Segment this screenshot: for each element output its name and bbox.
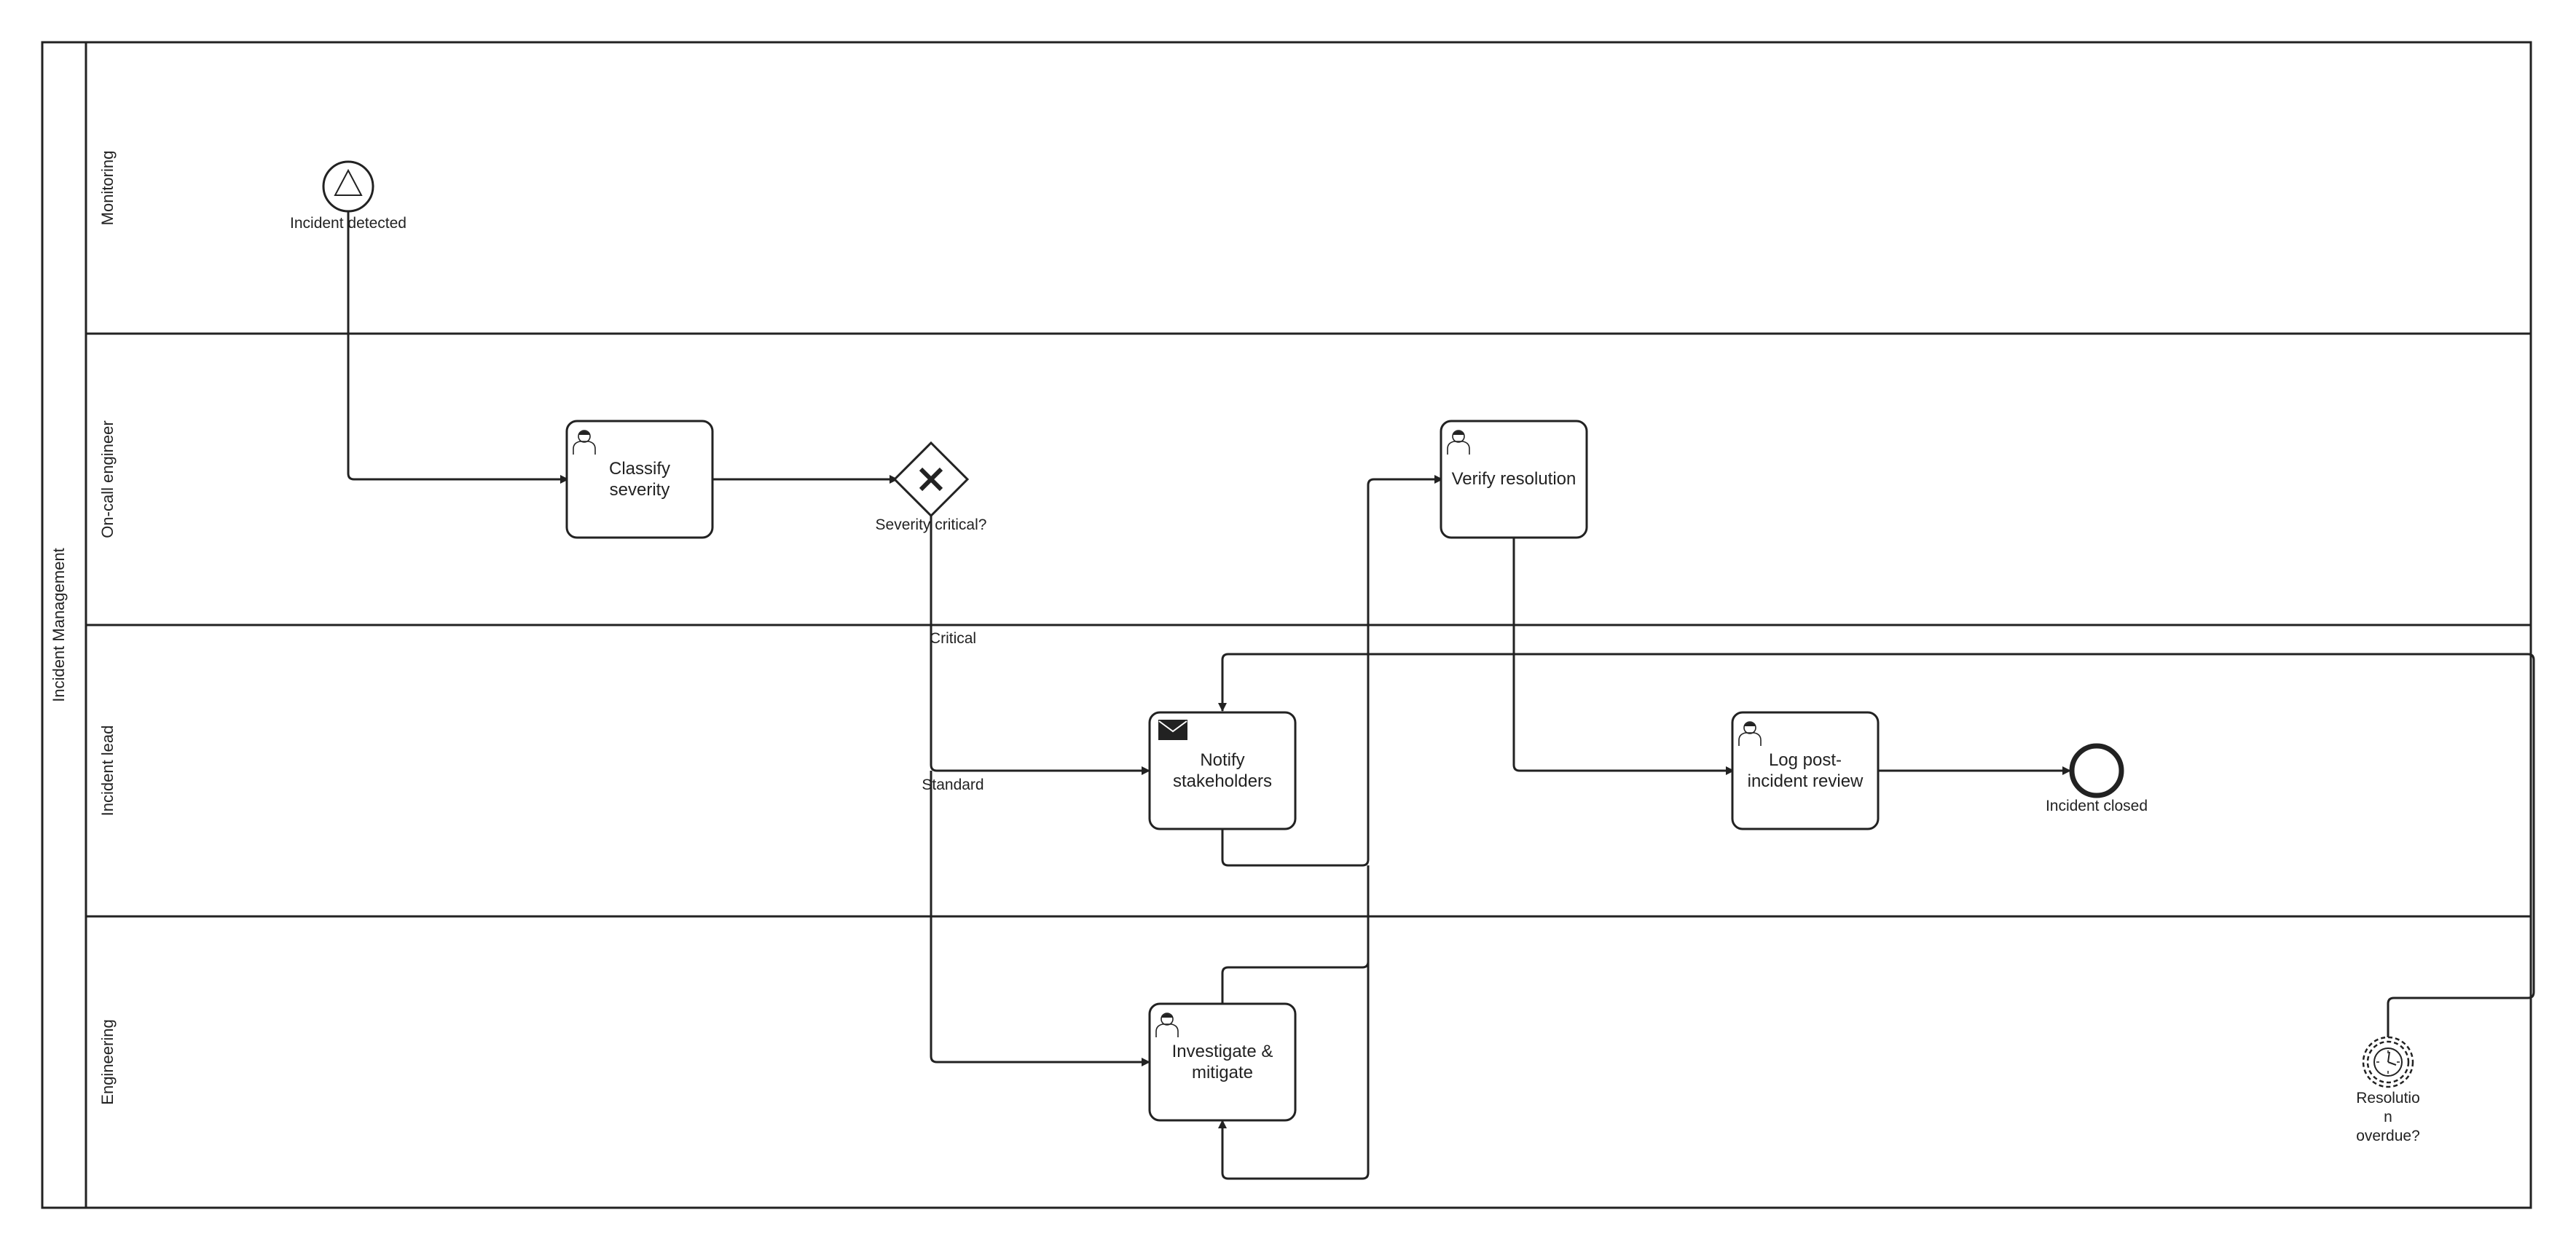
user-icon [1738, 721, 1762, 746]
timer-event-label: Resolutio [2356, 1090, 2420, 1106]
start-event-label: Incident detected [290, 215, 407, 232]
lane-label-oncall: On-call engineer [98, 420, 117, 538]
task-log-post-incident-review[interactable]: Log post- incident review [1731, 711, 1880, 830]
flow-start-to-classify[interactable] [347, 211, 569, 484]
lane-oncall: On-call engineer [98, 420, 117, 538]
task-label: Notify [1200, 750, 1244, 770]
task-label: Classify [609, 459, 670, 479]
end-event[interactable] [2069, 743, 2124, 798]
x-marker-icon [919, 467, 943, 492]
task-notify-stakeholders[interactable]: Notify stakeholders [1148, 711, 1297, 830]
task-label: severity [610, 480, 670, 500]
timer-event-label: n [2384, 1109, 2392, 1125]
task-label: incident review [1748, 771, 1864, 791]
user-icon [1447, 430, 1470, 455]
pool-label: Incident Management [50, 548, 68, 702]
end-event-label: Incident closed [2046, 798, 2148, 814]
start-event[interactable] [322, 160, 374, 213]
flow-label-critical: Critical [930, 630, 976, 647]
timer-clock-icon [2373, 1047, 2403, 1077]
task-label: stakeholders [1173, 771, 1272, 791]
flow-gateway-critical[interactable] [930, 513, 1150, 775]
flow-loop-back-to-investigate[interactable] [1218, 865, 1370, 1180]
lane-monitoring: Monitoring [98, 151, 117, 226]
flow-timer-escalation[interactable] [1218, 653, 2535, 1037]
task-classify-severity[interactable]: Classify severity [565, 420, 714, 539]
flow-gateway-standard[interactable] [930, 771, 1150, 1066]
task-label: Verify resolution [1452, 469, 1576, 489]
signal-triangle-icon [334, 168, 363, 196]
user-icon [573, 430, 596, 455]
lane-engineering: Engineering [98, 1019, 117, 1104]
envelope-icon [1158, 720, 1187, 740]
flow-notify-to-verify[interactable] [1221, 475, 1443, 867]
timer-event-label: overdue? [2356, 1128, 2420, 1144]
task-verify-resolution[interactable]: Verify resolution [1440, 420, 1588, 539]
gateway-label: Severity critical? [876, 516, 987, 533]
flow-label-standard: Standard [922, 777, 983, 793]
task-label: Log post- [1769, 750, 1842, 770]
task-label: mitigate [1192, 1063, 1253, 1082]
lane-label-lead: Incident lead [98, 726, 117, 817]
lane-lead: Incident lead [98, 726, 117, 817]
task-label: Investigate & [1172, 1042, 1273, 1061]
exclusive-gateway[interactable] [892, 441, 970, 518]
lane-label-engineering: Engineering [98, 1019, 117, 1104]
flow-verify-to-log[interactable] [1512, 538, 1735, 775]
user-icon [1155, 1013, 1179, 1037]
timer-event[interactable] [2362, 1036, 2414, 1088]
task-investigate-mitigate[interactable]: Investigate & mitigate [1148, 1002, 1297, 1122]
lane-label-monitoring: Monitoring [98, 151, 117, 226]
